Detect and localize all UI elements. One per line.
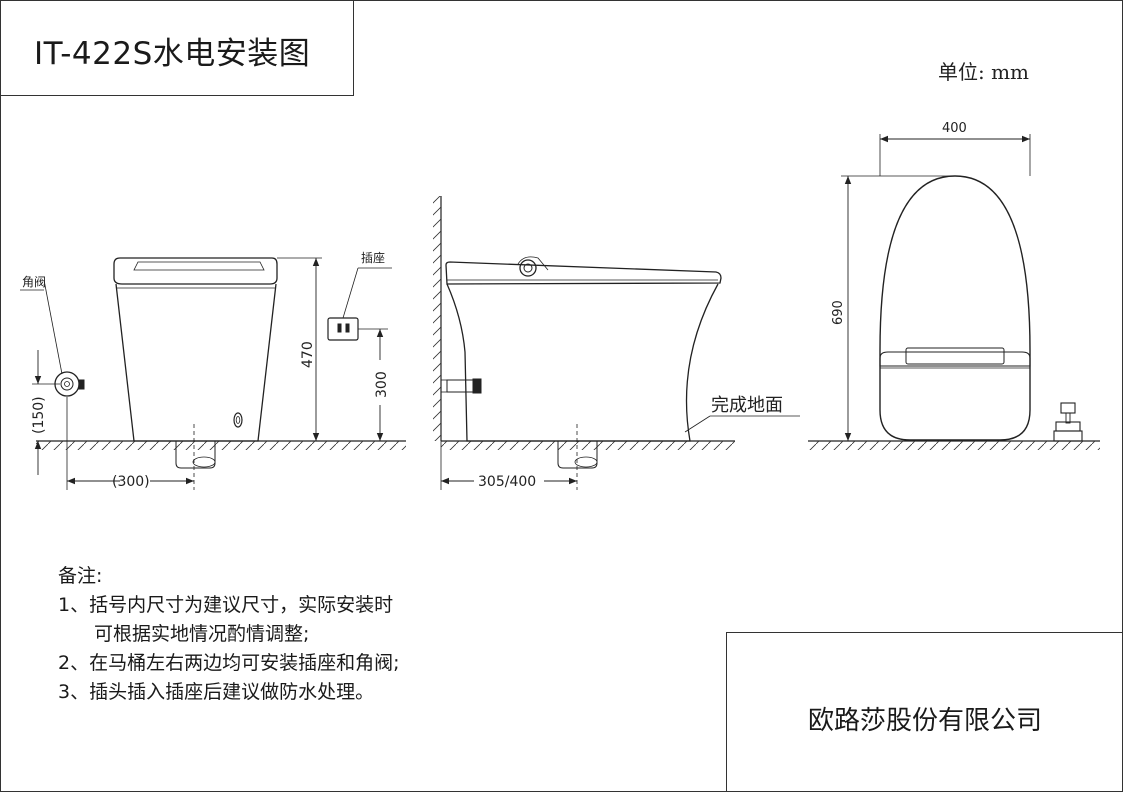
drawing-title: IT-422S水电安装图 (34, 36, 311, 72)
front-floor-hatch (36, 441, 406, 450)
top-length-dimension: 690 (831, 300, 846, 325)
top-toilet-outline (879, 175, 1031, 441)
top-angle-valve-icon (1060, 402, 1076, 414)
front-drain-pipe (175, 441, 216, 469)
side-distance-dimension: 305/400 (478, 474, 536, 490)
note-line-3: 3、插头插入插座后建议做防水处理。 (58, 681, 375, 703)
side-valve-pipe (446, 379, 474, 393)
front-button-icon (233, 412, 243, 428)
side-hinge-icon (519, 259, 537, 277)
note-line-1: 1、括号内尺寸为建议尺寸，实际安装时 (58, 594, 394, 616)
unit-label: 单位: mm (938, 60, 1030, 84)
valve-offset-dimension: (300) (112, 474, 150, 490)
side-floor-hatch (441, 441, 735, 450)
note-line-1-continued: 可根据实地情况酌情调整; (94, 623, 310, 645)
company-box (726, 632, 1123, 792)
side-view (433, 196, 800, 490)
side-toilet-body (446, 283, 719, 442)
notes-heading: 备注: (58, 565, 103, 587)
notes-section: 备注: 1、括号内尺寸为建议尺寸，实际安装时 可根据实地情况酌情调整; 2、在马… (58, 562, 400, 707)
valve-height-dimension: (150) (31, 396, 47, 434)
company-name: 欧路莎股份有限公司 (808, 706, 1043, 736)
side-drain-pipe (557, 441, 598, 469)
front-toilet-lid (113, 257, 278, 285)
socket-height-dimension: 300 (374, 371, 390, 398)
note-line-2: 2、在马桶左右两边均可安装插座和角阀; (58, 652, 400, 674)
total-height-dimension: 470 (300, 341, 316, 368)
socket-label: 插座 (361, 250, 385, 265)
front-view (20, 257, 406, 490)
floor-label: 完成地面 (711, 395, 783, 416)
valve-label: 角阀 (22, 275, 46, 289)
side-wall-hatch (433, 196, 441, 441)
side-toilet-lid (445, 261, 722, 285)
top-floor-hatch (808, 441, 1100, 450)
title-box (0, 0, 354, 96)
front-toilet-body (115, 283, 277, 442)
front-socket-icon (327, 317, 359, 341)
top-view (808, 134, 1100, 450)
top-width-dimension: 400 (942, 121, 967, 136)
